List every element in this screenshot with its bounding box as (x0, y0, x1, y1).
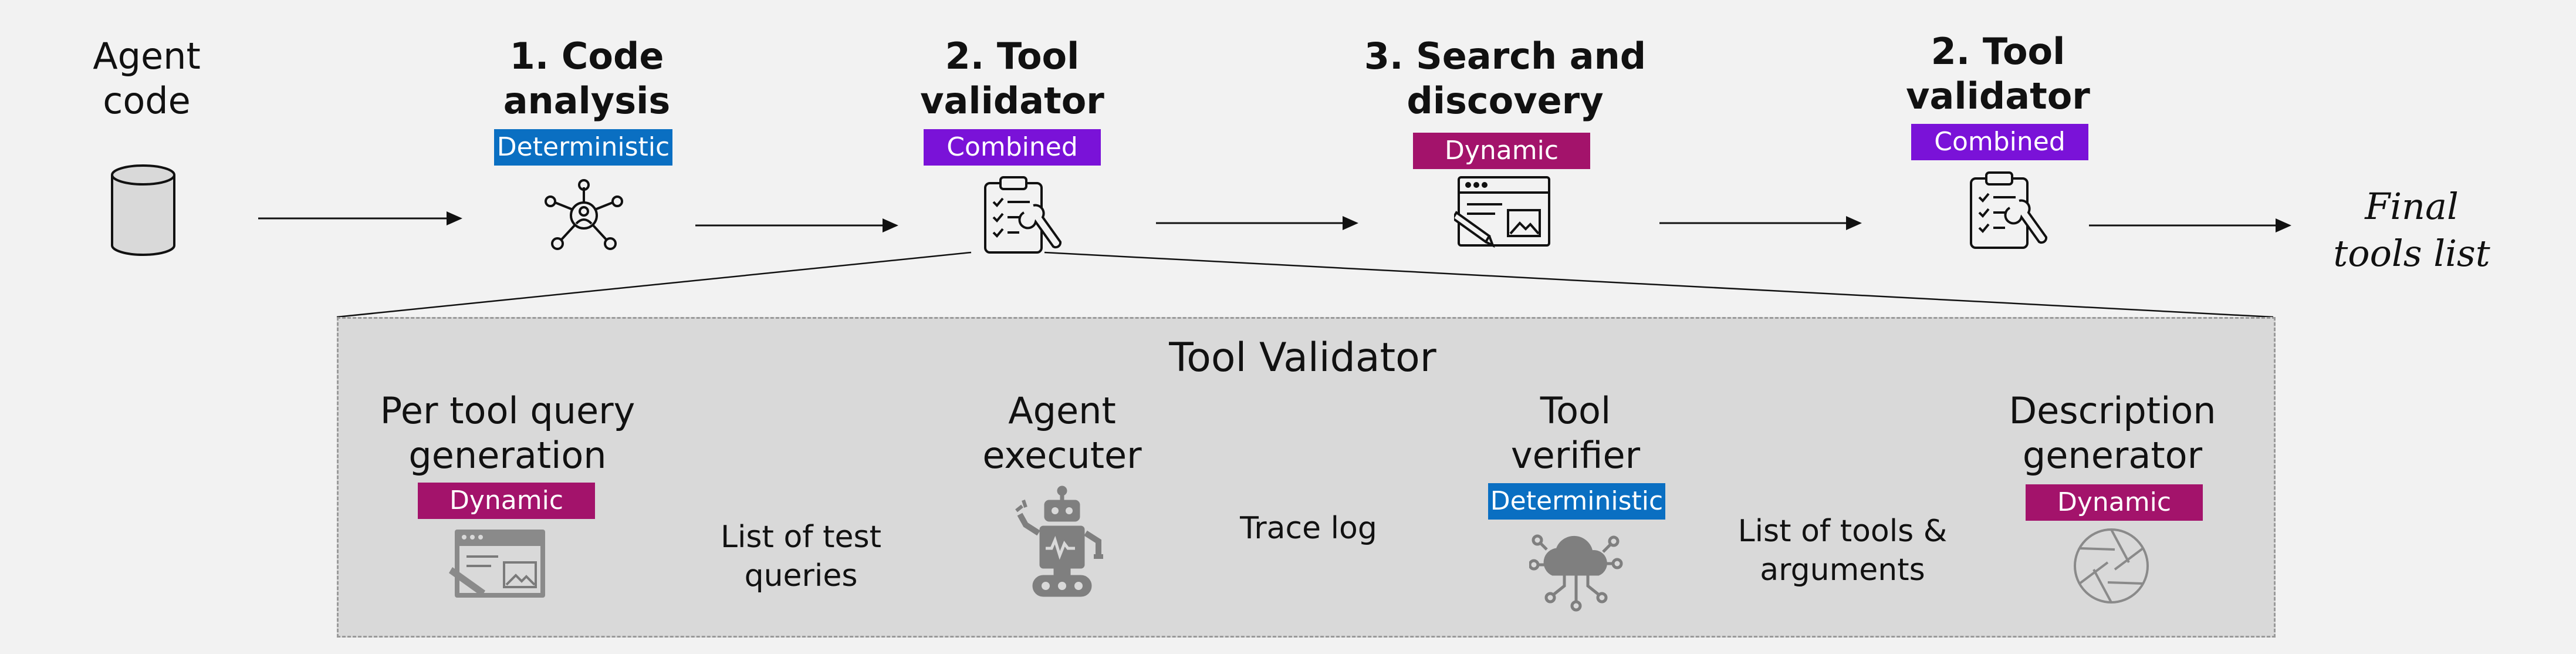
robot-icon (1015, 486, 1103, 597)
badge-deterministic-step3: Deterministic (1488, 483, 1665, 520)
step-query-generation-title: Per tool query generation (380, 389, 635, 477)
step-agent-executer-title: Agent executer (982, 389, 1142, 477)
badge-combined-2: Combined (1911, 124, 2088, 160)
cloud-network-icon (1529, 534, 1623, 612)
step-tool-verifier-title: Tool verifier (1510, 389, 1641, 477)
network-user-icon (545, 179, 623, 250)
zoom-line-left (336, 251, 972, 318)
agent-code-label: Agent code (93, 35, 201, 122)
edge-label-trace-log: Trace log (1240, 511, 1377, 546)
browser-edit-icon (449, 530, 545, 598)
stage-code-analysis-title: 1. Code analysis (503, 35, 671, 122)
badge-combined: Combined (924, 129, 1101, 166)
edge-label-test-queries: List of test queries (721, 520, 881, 594)
badge-dynamic-step1: Dynamic (418, 483, 595, 519)
badge-dynamic: Dynamic (1413, 133, 1590, 169)
step-description-generator-title: Description generator (2009, 389, 2216, 477)
stage-tool-validator-title: 2. Tool validator (920, 35, 1104, 122)
stage-search-discovery-title: 3. Search and discovery (1364, 35, 1647, 122)
browser-edit-icon (1454, 176, 1550, 248)
clipboard-checklist-wrench-icon (1970, 171, 2048, 249)
edge-label-tools-arguments: List of tools & arguments (1737, 514, 1948, 588)
stage-tool-validator-2-title: 2. Tool validator (1906, 30, 2090, 117)
badge-deterministic: Deterministic (494, 129, 672, 166)
tool-validator-panel (337, 317, 2276, 638)
clipboard-checklist-wrench-icon (984, 176, 1062, 254)
badge-dynamic-step4: Dynamic (2026, 484, 2203, 521)
aperture-icon (2074, 528, 2149, 604)
zoom-line-right (1044, 251, 2274, 318)
final-tools-list-label: Final tools list (2333, 185, 2490, 275)
tool-validator-panel-title: Tool Validator (1169, 335, 1436, 381)
database-icon (111, 164, 175, 256)
